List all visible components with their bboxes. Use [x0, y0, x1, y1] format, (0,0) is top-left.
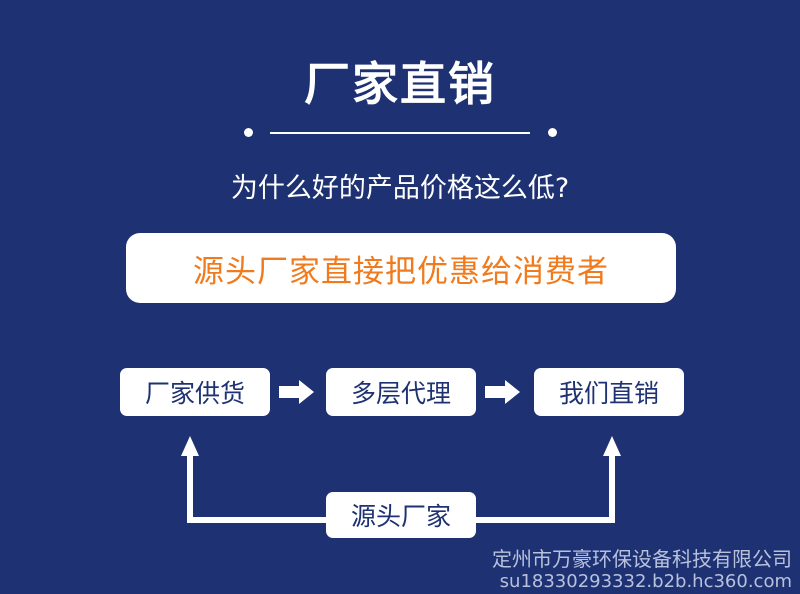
flow-step-agents: 多层代理	[326, 368, 476, 416]
divider-dot-right	[548, 128, 557, 137]
flow-step-label: 我们直销	[558, 379, 659, 408]
title-divider	[270, 132, 530, 134]
watermark-site: su18330293332.b2b.hc360.com	[499, 571, 792, 592]
flow-step-label: 厂家供货	[144, 379, 245, 408]
flow-step-direct-sale: 我们直销	[534, 368, 684, 416]
highlight-text: 源头厂家直接把优惠给消费者	[193, 253, 609, 290]
flow-step-label: 多层代理	[350, 379, 451, 408]
watermark-company: 定州市万豪环保设备科技有限公司	[492, 547, 792, 571]
flow-source-label: 源头厂家	[350, 502, 451, 531]
subtitle-question: 为什么好的产品价格这么低?	[230, 173, 570, 204]
arrow-right-icon-2	[485, 380, 520, 404]
highlight-banner: 源头厂家直接把优惠给消费者	[126, 233, 676, 303]
arrow-up-icon-right	[603, 436, 621, 456]
flow-step-factory: 厂家供货	[120, 368, 270, 416]
arrow-right-icon-1	[279, 380, 314, 404]
flow-source-box: 源头厂家	[326, 492, 476, 538]
divider-dot-left	[244, 128, 253, 137]
arrow-up-icon-left	[181, 436, 199, 456]
page-title: 厂家直销	[304, 57, 496, 111]
